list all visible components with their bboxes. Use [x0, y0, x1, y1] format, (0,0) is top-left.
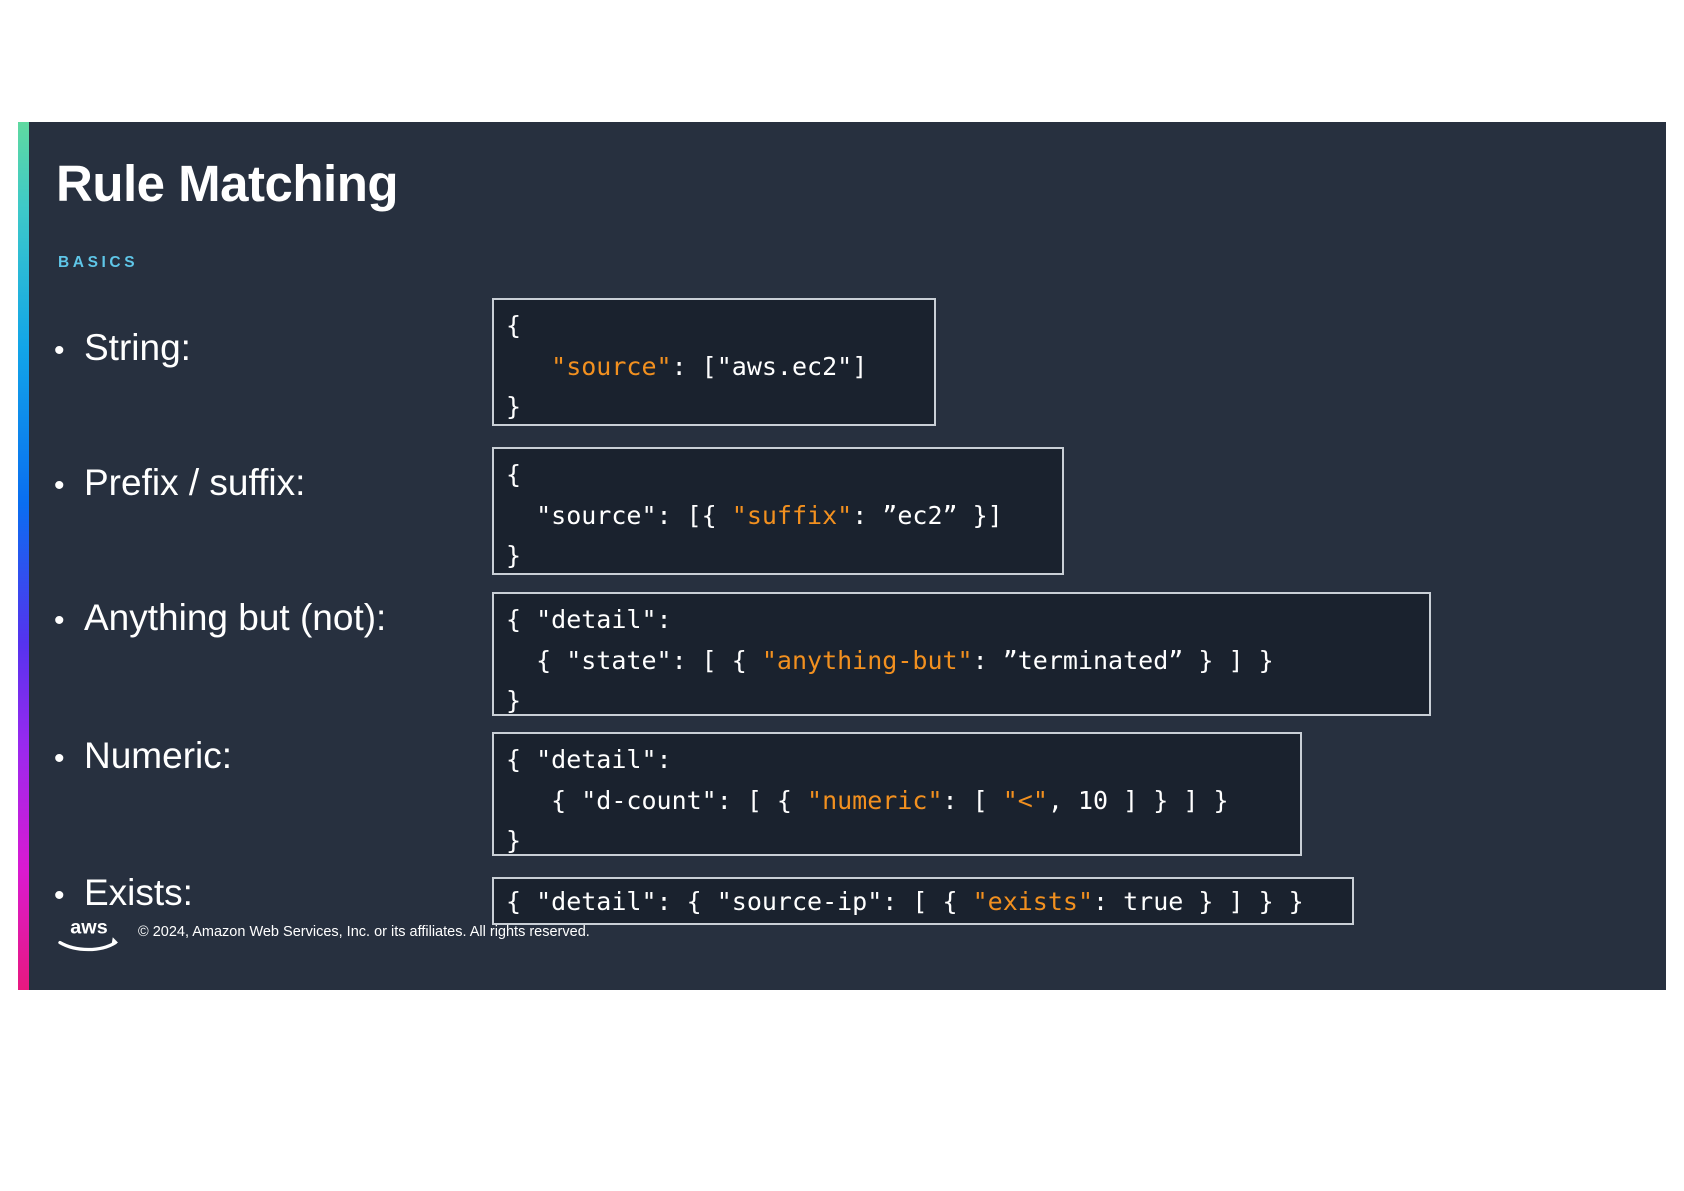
bullet-label: Numeric:: [84, 735, 233, 776]
code-line: }: [506, 681, 1419, 715]
aws-logo-icon: aws: [56, 912, 122, 956]
code-line: }: [506, 821, 1290, 855]
code-text: { "state": [ {: [506, 645, 762, 675]
code-line: }: [506, 536, 1052, 573]
code-text: { "detail": { "source-ip": [ {: [506, 887, 973, 916]
code-text: "source": [{: [506, 500, 732, 530]
bullet-dot-icon: •: [54, 469, 65, 502]
code-text: { "d-count": [ {: [506, 785, 808, 815]
code-text: { "detail":: [506, 745, 672, 774]
code-line: { "detail":: [506, 600, 1419, 641]
code-line: }: [506, 387, 924, 424]
code-line: { "state": [ { "anything-but": ”terminat…: [506, 641, 1419, 682]
page-title: Rule Matching: [56, 155, 399, 212]
code-text: , 10 ] } ] }: [1047, 785, 1229, 815]
code-block-anything-but-match: { "detail": { "state": [ { "anything-but…: [492, 592, 1431, 716]
code-keyword: "exists": [972, 887, 1094, 916]
code-block-prefix-suffix-match: { "source": [{ "suffix": ”ec2” }]}: [492, 447, 1064, 575]
code-line: "source": [{ "suffix": ”ec2” }]: [506, 496, 1052, 537]
code-keyword: "source": [551, 351, 672, 381]
code-line: { "detail": { "source-ip": [ { "exists":…: [506, 882, 1342, 923]
code-block-exists-match: { "detail": { "source-ip": [ { "exists":…: [492, 877, 1354, 925]
code-line: "source": ["aws.ec2"]: [506, 347, 924, 388]
slide-canvas: Rule Matching BASICS • String: • Prefix …: [18, 122, 1666, 990]
bullet-item-exists: • Exists:: [54, 872, 193, 914]
code-text: {: [506, 311, 522, 340]
code-block-string-match: { "source": ["aws.ec2"]}: [492, 298, 936, 426]
code-text: : true } ] } }: [1093, 887, 1304, 916]
code-text: [506, 352, 551, 381]
bullet-label: Anything but (not):: [84, 597, 387, 638]
code-text: : ["aws.ec2"]: [671, 351, 868, 381]
code-text: }: [506, 541, 522, 570]
code-text: }: [506, 826, 522, 855]
bullet-item-anything-but: • Anything but (not):: [54, 597, 386, 639]
bullet-label: Prefix / suffix:: [84, 462, 306, 503]
aws-swoosh: [58, 940, 118, 952]
code-block-numeric-match: { "detail": { "d-count": [ { "numeric": …: [492, 732, 1302, 856]
code-text: : [: [942, 785, 1003, 815]
code-line: { "d-count": [ { "numeric": [ "<", 10 ] …: [506, 781, 1290, 822]
code-keyword: "anything-but": [761, 645, 973, 675]
code-keyword: "suffix": [731, 500, 853, 530]
bullet-dot-icon: •: [54, 604, 65, 637]
bullet-item-prefix-suffix: • Prefix / suffix:: [54, 462, 305, 504]
accent-gradient-bar: [18, 122, 29, 990]
copyright-text: © 2024, Amazon Web Services, Inc. or its…: [138, 924, 590, 940]
code-text: { "detail":: [506, 605, 672, 634]
code-line: {: [506, 455, 1052, 496]
aws-wordmark: aws: [70, 916, 107, 938]
section-label: BASICS: [58, 254, 139, 271]
code-text: }: [506, 392, 522, 421]
aws-swoosh-arrowhead: [111, 937, 119, 946]
code-text: {: [506, 460, 522, 489]
bullet-dot-icon: •: [54, 742, 65, 775]
code-text: }: [506, 686, 522, 715]
footer: aws © 2024, Amazon Web Services, Inc. or…: [56, 912, 590, 956]
bullet-label: Exists:: [84, 872, 193, 913]
code-line: { "detail":: [506, 740, 1290, 781]
code-keyword: "numeric": [807, 785, 943, 815]
code-line: {: [506, 306, 924, 347]
bullet-label: String:: [84, 327, 191, 368]
code-text: : ”ec2” }]: [852, 500, 1003, 530]
bullet-item-numeric: • Numeric:: [54, 735, 232, 777]
bullet-dot-icon: •: [54, 879, 65, 912]
code-keyword: "<": [1002, 785, 1048, 815]
code-text: : ”terminated” } ] }: [972, 645, 1274, 675]
bullet-item-string: • String:: [54, 327, 191, 369]
bullet-dot-icon: •: [54, 334, 65, 367]
